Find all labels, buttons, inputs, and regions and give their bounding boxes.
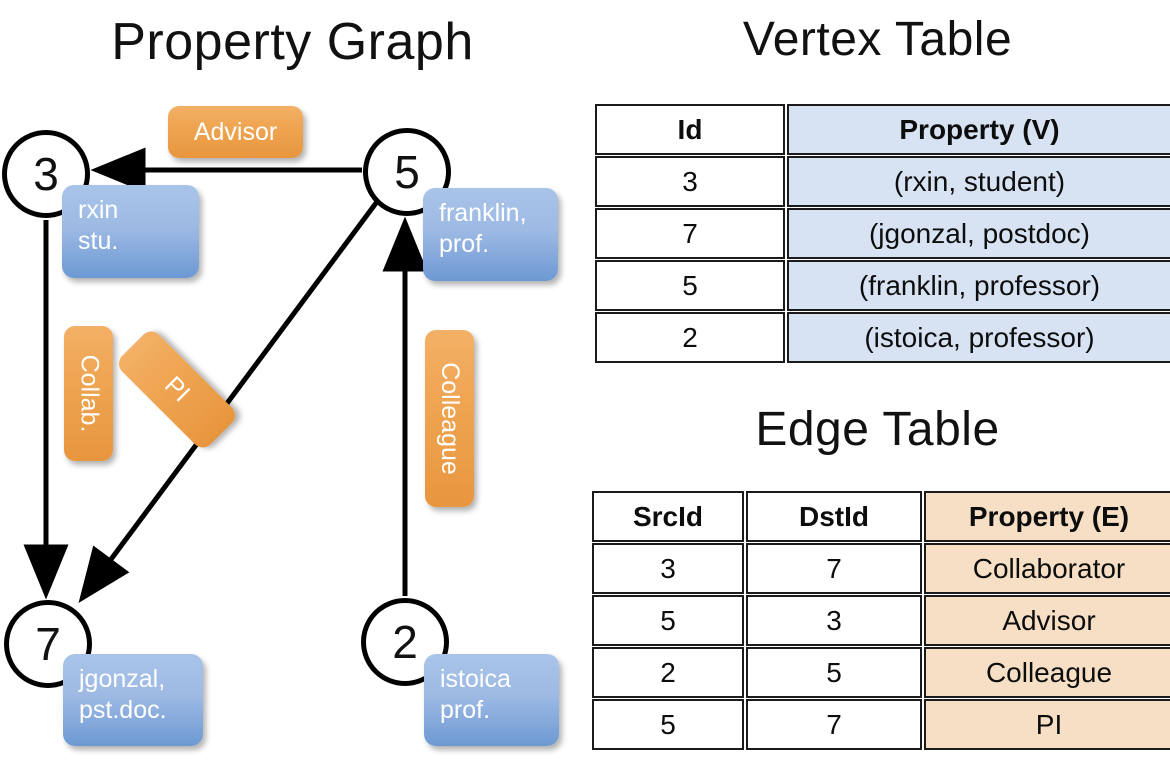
table-row: 3 7 Collaborator	[592, 543, 1170, 594]
vertex-row-3-id: 2	[595, 312, 785, 363]
vertex-row-2-id: 5	[595, 260, 785, 311]
node-property-7-line2: pst.doc.	[79, 695, 167, 724]
graph-edge-arrows	[23, 147, 428, 604]
edge-label-collab-text: Collab.	[75, 354, 104, 433]
node-property-7-line1: jgonzal,	[79, 665, 166, 693]
edge-label-collab: Collab.	[64, 326, 113, 461]
page-title-edge-table: Edge Table	[755, 403, 1000, 456]
table-row: 5 7 PI	[592, 699, 1170, 750]
node-property-5-line1: franklin,	[439, 199, 527, 227]
edge-row-1-dst: 3	[746, 595, 922, 646]
edge-table-header-srcid: SrcId	[592, 491, 744, 542]
edge-label-colleague-text: Colleague	[436, 362, 464, 475]
edge-table-header-row: SrcId DstId Property (E)	[592, 491, 1170, 542]
edge-row-1-property: Advisor	[924, 595, 1170, 646]
edge-label-colleague: Colleague	[425, 330, 474, 507]
table-row: 2 5 Colleague	[592, 647, 1170, 698]
vertex-table-header-id: Id	[595, 104, 785, 155]
vertex-row-1-id: 7	[595, 208, 785, 259]
edge-row-2-property: Colleague	[924, 647, 1170, 698]
table-row: 3 (rxin, student)	[595, 156, 1170, 207]
edge-row-3-property: PI	[924, 699, 1170, 750]
vertex-row-1-property: (jgonzal, postdoc)	[787, 208, 1170, 259]
edge-label-advisor-text: Advisor	[193, 117, 278, 146]
vertex-row-0-property: (rxin, student)	[787, 156, 1170, 207]
edge-row-2-src: 2	[592, 647, 744, 698]
graph-node-7-id: 7	[35, 618, 61, 670]
edge-row-3-src: 5	[592, 699, 744, 750]
node-property-2-line1: istoica	[440, 665, 511, 693]
table-row: 5 3 Advisor	[592, 595, 1170, 646]
vertex-table-header-property: Property (V)	[787, 104, 1170, 155]
edge-row-2-dst: 5	[746, 647, 922, 698]
edge-row-0-property: Collaborator	[924, 543, 1170, 594]
node-property-3-line1: rxin	[78, 196, 119, 224]
graph-node-2-id: 2	[392, 616, 418, 668]
graph-node-5-id: 5	[394, 146, 420, 198]
edge-label-advisor: Advisor	[168, 106, 303, 158]
edge-label-pi-text: PI	[159, 370, 196, 408]
table-row: 2 (istoica, professor)	[595, 312, 1170, 363]
edge-5-to-7-pi	[78, 197, 382, 604]
edge-row-0-dst: 7	[746, 543, 922, 594]
property-graph-diagram: Advisor Collab. PI Colleague 3 5 7 2 rxi…	[2, 106, 559, 746]
page-title-property-graph: Property Graph	[111, 13, 474, 71]
node-property-box-3: rxin stu.	[62, 185, 199, 278]
node-property-box-2: istoica prof.	[424, 654, 559, 746]
node-property-3-line2: stu.	[78, 226, 119, 255]
graph-node-2: 2	[361, 598, 449, 686]
node-property-5-line2: prof.	[439, 229, 490, 258]
node-property-box-5: franklin, prof.	[423, 188, 558, 281]
edge-row-1-src: 5	[592, 595, 744, 646]
edge-table: SrcId DstId Property (E) 3 7 Collaborato…	[590, 490, 1170, 751]
edge-table-header-property: Property (E)	[924, 491, 1170, 542]
vertex-table-header-row: Id Property (V)	[595, 104, 1170, 155]
edge-table-header-dstid: DstId	[746, 491, 922, 542]
graph-node-5: 5	[363, 128, 451, 216]
vertex-row-3-property: (istoica, professor)	[787, 312, 1170, 363]
table-row: 5 (franklin, professor)	[595, 260, 1170, 311]
page-title-vertex-table: Vertex Table	[742, 13, 1013, 66]
node-property-2-line2: prof.	[440, 695, 491, 724]
node-property-box-7: jgonzal, pst.doc.	[63, 654, 203, 746]
vertex-row-2-property: (franklin, professor)	[787, 260, 1170, 311]
table-row: 7 (jgonzal, postdoc)	[595, 208, 1170, 259]
edge-row-0-src: 3	[592, 543, 744, 594]
vertex-row-0-id: 3	[595, 156, 785, 207]
graph-node-3-id: 3	[33, 148, 59, 200]
vertex-table: Id Property (V) 3 (rxin, student) 7 (jgo…	[593, 103, 1170, 364]
edge-row-3-dst: 7	[746, 699, 922, 750]
